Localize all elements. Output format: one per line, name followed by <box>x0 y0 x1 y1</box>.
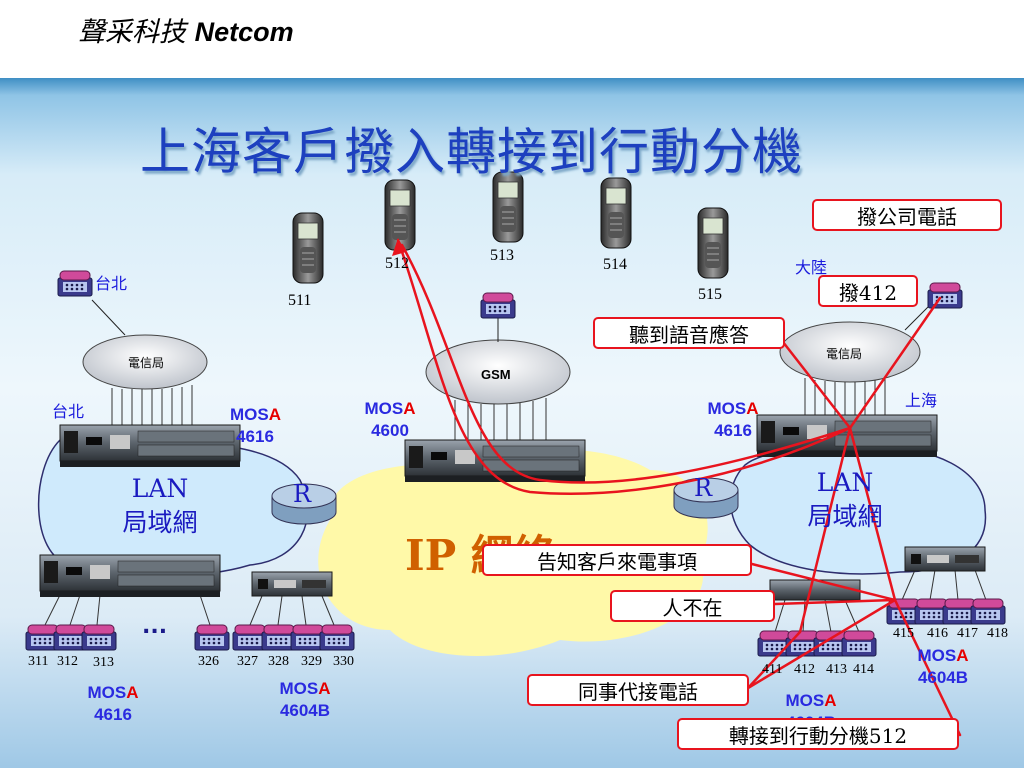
mobile-label-512: 512 <box>385 255 409 272</box>
ext-413: 413 <box>826 662 847 677</box>
trunk-lines-left <box>111 385 193 425</box>
taipei-region-label: 台北 <box>52 402 85 421</box>
ext-313: 313 <box>93 655 114 670</box>
ext-416: 416 <box>927 626 948 641</box>
mainland-label: 大陸 <box>795 258 828 277</box>
router-right <box>673 477 739 519</box>
callout-absent: 人不在 <box>610 590 775 622</box>
brand-chinese: 聲采科技 <box>78 17 186 48</box>
telecom-cloud-right <box>779 321 921 383</box>
callout-dial-412: 撥412 <box>818 275 918 307</box>
labels-layer: 上海客戶撥入轉接到行動分機 511 512 513 514 515 台北 台北 … <box>0 78 1024 768</box>
router-right-label: R <box>694 474 713 502</box>
brand-english: Netcom <box>194 17 294 47</box>
mobile-label-513: 513 <box>490 247 514 264</box>
ext-312: 312 <box>57 654 78 669</box>
callout-colleague: 同事代接電話 <box>527 674 749 706</box>
ext-412: 412 <box>794 662 815 677</box>
gsm-label: GSM <box>481 367 511 382</box>
call-flow-lines <box>396 238 962 737</box>
arrowhead-to-512 <box>392 238 406 256</box>
telecom-left-label: 電信局 <box>128 356 165 370</box>
extension-lines <box>44 569 987 633</box>
router-left <box>271 483 337 525</box>
telecom-cloud-left <box>82 334 208 390</box>
header-bar: 聲采科技 Netcom <box>0 0 1024 78</box>
trunk-lines-right <box>804 378 886 415</box>
ext-415: 415 <box>893 626 914 641</box>
ext-329: 329 <box>301 654 322 669</box>
ext-414: 414 <box>853 662 874 677</box>
taipei-phone-label: 台北 <box>95 274 128 293</box>
ext-418: 418 <box>987 626 1008 641</box>
ext-328: 328 <box>268 654 289 669</box>
mobile-label-515: 515 <box>698 286 722 303</box>
callout-hear-voice: 聽到語音應答 <box>593 317 785 349</box>
mobile-label-511: 511 <box>288 292 312 309</box>
slide-title: 上海客戶撥入轉接到行動分機 <box>140 123 803 181</box>
router-left-label: R <box>293 480 312 508</box>
callout-dial-company: 撥公司電話 <box>812 199 1002 231</box>
trunk-lines-center <box>454 398 547 440</box>
ext-330: 330 <box>333 654 354 669</box>
ext-326: 326 <box>198 654 219 669</box>
ext-327: 327 <box>237 654 258 669</box>
slide-canvas: 上海客戶撥入轉接到行動分機 511 512 513 514 515 台北 台北 … <box>0 78 1024 768</box>
ext-ellipsis: ... <box>142 614 168 639</box>
callout-notify: 告知客戶來電事項 <box>482 544 752 576</box>
callout-transfer: 轉接到行動分機512 <box>677 718 959 750</box>
brand-title: 聲采科技 Netcom <box>78 10 294 49</box>
telecom-right-label: 電信局 <box>826 347 863 361</box>
ext-411: 411 <box>762 662 783 677</box>
network-diagram <box>25 171 1006 737</box>
mobile-label-514: 514 <box>603 256 627 273</box>
ext-417: 417 <box>957 626 978 641</box>
ext-311: 311 <box>28 654 49 669</box>
shanghai-label: 上海 <box>905 391 938 410</box>
link-taipei-phone <box>91 299 126 336</box>
